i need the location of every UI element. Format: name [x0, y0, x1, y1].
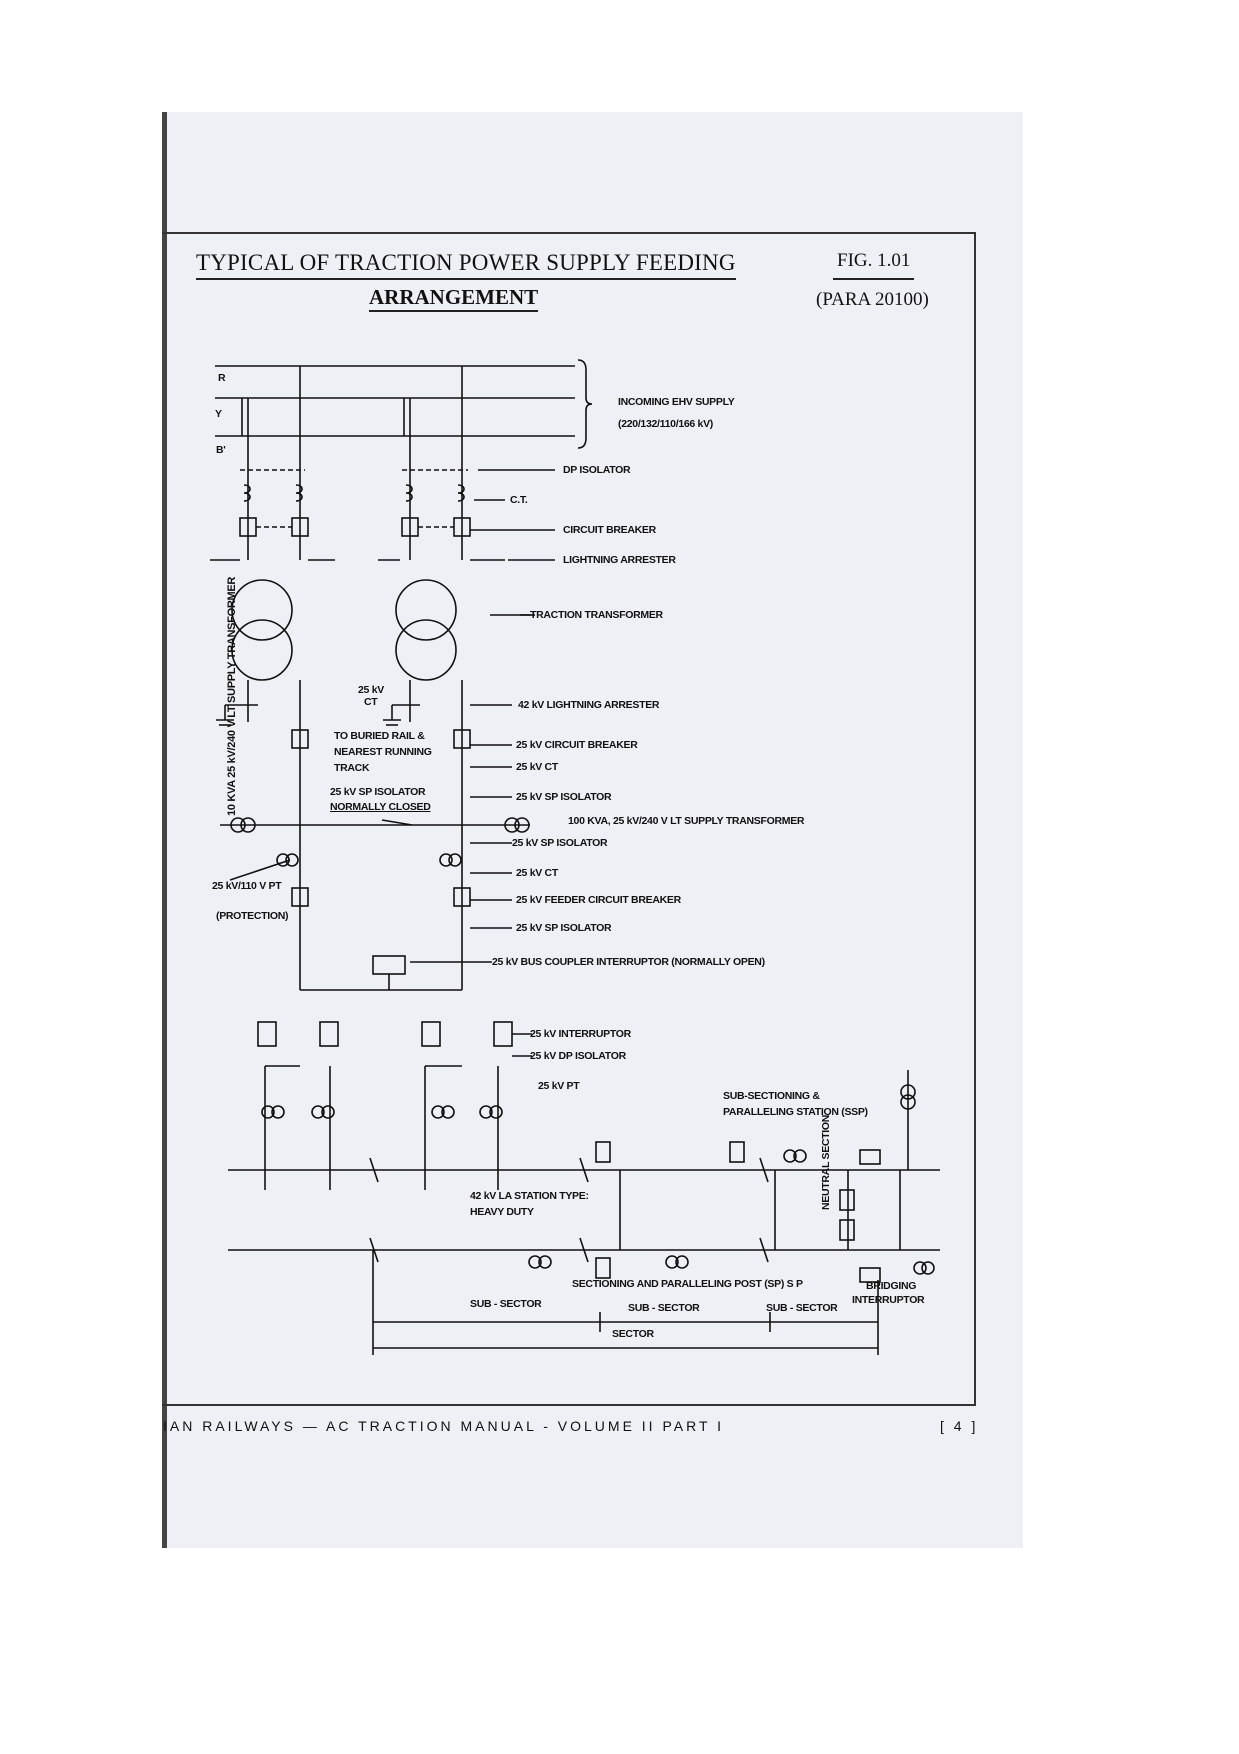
buried-rail-label-2: NEAREST RUNNING [334, 746, 432, 758]
buried-rail-label-1: TO BURIED RAIL & [334, 730, 425, 742]
dp-isolator-25kv-label: 25 kV DP ISOLATOR [530, 1050, 626, 1062]
figure-frame [162, 232, 976, 1406]
paragraph-reference: (PARA 20100) [816, 289, 929, 310]
ct-25kv-label-2: 25 kV CT [516, 867, 558, 879]
figure-title: TYPICAL OF TRACTION POWER SUPPLY FEEDING [196, 250, 736, 280]
cb-25kv-label: 25 kV CIRCUIT BREAKER [516, 739, 638, 751]
ct-label: C.T. [510, 494, 528, 506]
figure-subtitle: ARRANGEMENT [369, 285, 539, 312]
phase-b-label: B' [216, 444, 226, 456]
sector-dimension-lines [372, 1250, 879, 1355]
feeder-cb-label: 25 kV FEEDER CIRCUIT BREAKER [516, 894, 681, 906]
incoming-supply-label: INCOMING EHV SUPPLY [618, 396, 735, 408]
feeder-interruptors [257, 1021, 513, 1190]
phase-y-label: Y [215, 408, 222, 420]
overhead-lines [228, 1070, 940, 1283]
lightning-arrester-label: LIGHTNING ARRESTER [563, 554, 676, 566]
sp-isolator-label-1: 25 kV SP ISOLATOR [516, 791, 612, 803]
la-42kv-label: 42 kV LIGHTNING ARRESTER [518, 699, 660, 711]
sp-isolator-nc-label-2: NORMALLY CLOSED [330, 801, 431, 813]
traction-transformer-label: TRACTION TRANSFORMER [530, 609, 663, 621]
protection-label: (PROTECTION) [216, 910, 289, 922]
aux-transformer-label: 10 KVA 25 kV/240 V LT SUPPLY TRANSFORMER [226, 576, 238, 816]
leader-lines [229, 469, 555, 1057]
sp-isolator-nc-label-1: 25 kV SP ISOLATOR [330, 786, 426, 798]
buried-rail-label-3: TRACK [334, 762, 370, 774]
scanned-page [162, 112, 1023, 1548]
pt-25kv-label: 25 kV PT [538, 1080, 580, 1092]
secondary-bay-lines [216, 680, 530, 991]
sp-isolator-label-2: 25 kV SP ISOLATOR [512, 837, 608, 849]
ct-25kv-label-b: CT [364, 696, 378, 708]
sp-isolator-label-3: 25 kV SP ISOLATOR [516, 922, 612, 934]
ct-25kv-label-a: 25 kV [358, 684, 384, 696]
interruptor-label: 25 kV INTERRUPTOR [530, 1028, 631, 1040]
neutral-section-label: NEUTRAL SECTION [820, 1114, 832, 1210]
phase-r-label: R [218, 372, 226, 384]
sub-sector-label-3: SUB - SECTOR [766, 1302, 838, 1314]
sub-sector-label-1: SUB - SECTOR [470, 1298, 542, 1310]
sub-sector-label-2: SUB - SECTOR [628, 1302, 700, 1314]
pt-110v-label: 25 kV/110 V PT [212, 880, 282, 892]
footer-manual-title: IAN RAILWAYS — AC TRACTION MANUAL - VOLU… [163, 1418, 725, 1434]
sector-label: SECTOR [612, 1328, 654, 1340]
lt-supply-transformer-label: 100 KVA, 25 kV/240 V LT SUPPLY TRANSFORM… [568, 815, 805, 827]
circuit-breaker-label: CIRCUIT BREAKER [563, 524, 656, 536]
bus-coupler-label: 25 kV BUS COUPLER INTERRUPTOR (NORMALLY … [492, 956, 765, 968]
footer-page-number: [ 4 ] [940, 1418, 979, 1434]
incoming-voltage-label: (220/132/110/166 kV) [618, 418, 714, 430]
ct-25kv-label: 25 kV CT [516, 761, 558, 773]
sp-post-label: SECTIONING AND PARALLELING POST (SP) S P [572, 1278, 803, 1290]
bridging-label-2: INTERRUPTOR [852, 1294, 925, 1306]
bridging-label-1: BRIDGING [866, 1280, 917, 1292]
la-station-label-2: HEAVY DUTY [470, 1206, 534, 1218]
figure-number: FIG. 1.01 [833, 250, 915, 280]
transformer-bay-lines [210, 366, 505, 561]
la-station-label-1: 42 kV LA STATION TYPE: [470, 1190, 589, 1202]
ssp-label-1: SUB-SECTIONING & [723, 1090, 820, 1102]
ssp-label-2: PARALLELING STATION (SSP) [723, 1106, 868, 1118]
dp-isolator-label: DP ISOLATOR [563, 464, 631, 476]
ehv-bus-lines [215, 359, 593, 449]
traction-transformer-symbols [231, 579, 530, 681]
